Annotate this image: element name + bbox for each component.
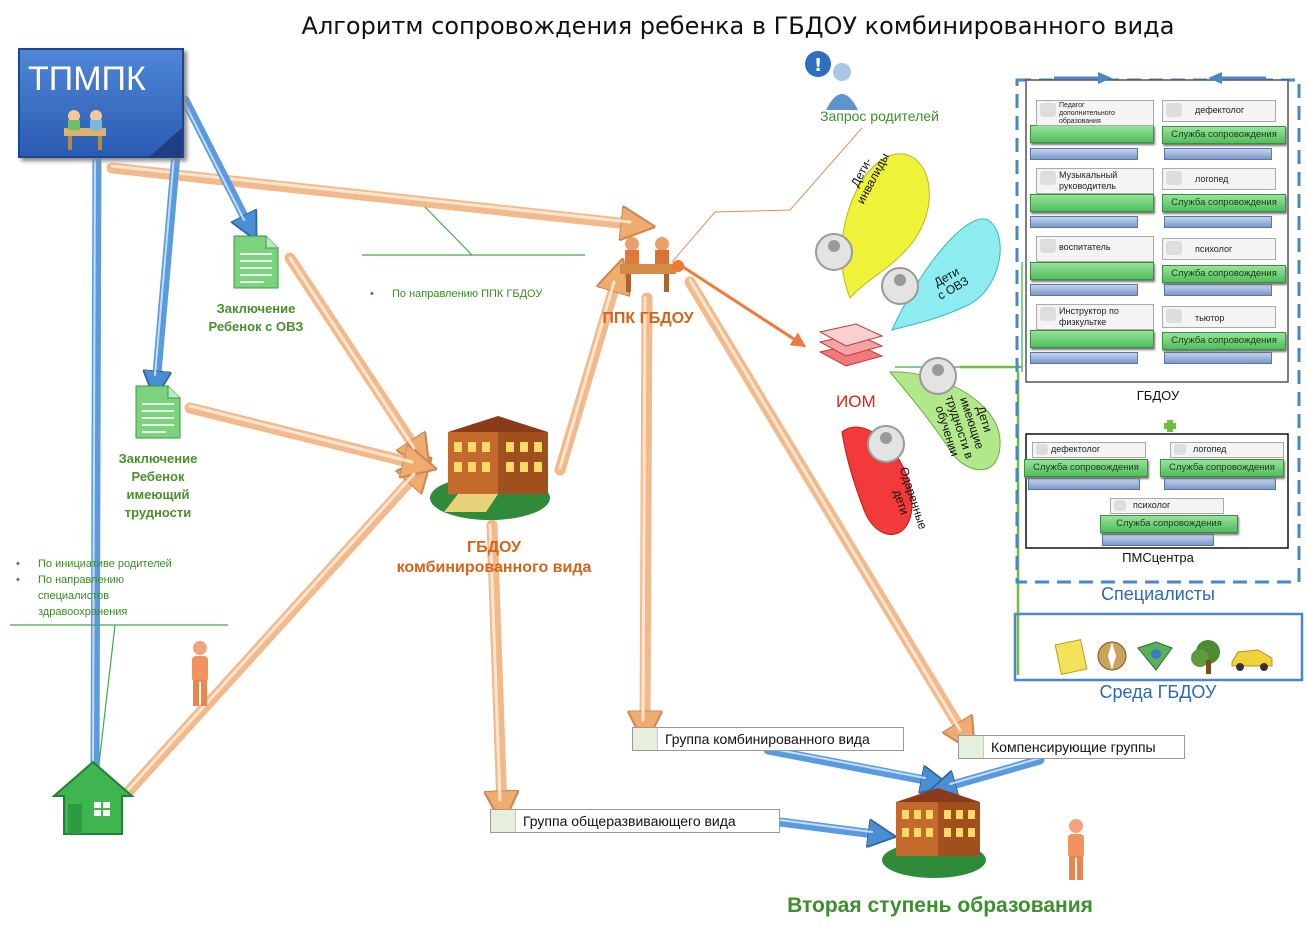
ppk-label: ППК ГБДОУ <box>602 310 694 327</box>
arrow-ppk-combined <box>645 292 647 728</box>
specialist-card: воспитатель <box>1036 236 1154 262</box>
svg-text:!: ! <box>814 55 822 76</box>
support-service-bar: Служба сопровождения <box>1162 194 1286 212</box>
specialist-card: тьютор <box>1162 306 1276 328</box>
specialist-card: логопед <box>1170 442 1284 458</box>
avatar-icon <box>1040 239 1056 253</box>
avatar-icon <box>1114 500 1126 511</box>
map-icon <box>1137 641 1173 671</box>
home-notes: По инициативе родителей По направлениюсп… <box>8 556 228 620</box>
notes-icon <box>1054 639 1088 675</box>
parent-request-label: Запрос родителей <box>820 108 939 124</box>
group-compensating: Компенсирующие группы <box>958 735 1185 759</box>
car-icon <box>1231 649 1273 671</box>
child-person-icon <box>192 641 208 706</box>
avatar-icon <box>1166 309 1182 323</box>
support-service-bar: Служба сопровождения <box>1162 332 1286 350</box>
arrow-general-second <box>775 817 882 835</box>
pms-center-label: ПМСцентра <box>1122 550 1194 565</box>
document-ovz-icon <box>233 235 279 289</box>
specialist-card: дефектолог <box>1162 100 1276 122</box>
avatar-icon <box>1174 444 1186 455</box>
avatar-icon <box>1036 444 1048 455</box>
support-service-bar: Служба сопровождения <box>1160 459 1284 477</box>
document-difficulties-icon <box>135 385 181 439</box>
balloon-ovz <box>891 218 1001 331</box>
specialist-card: психолог <box>1162 238 1276 260</box>
environment-title: Среда ГБДОУ <box>1099 682 1217 702</box>
home-icon <box>51 760 135 835</box>
gbdou-specialists-label: ГБДОУ <box>1136 388 1180 403</box>
group-general: Группа общеразвивающего вида <box>490 809 780 833</box>
specialist-card: дефектолог <box>1032 442 1146 458</box>
diagram-title: Алгоритм сопровождения ребенка в ГБДОУ к… <box>301 12 1175 40</box>
arrow-combined-second <box>763 745 935 782</box>
tpmpk-label: ТПМПК <box>28 60 146 98</box>
arrow-tpmpk-ppk <box>106 162 638 225</box>
gbdou-building-icon <box>430 416 550 520</box>
ppk-note: По направлению ППК ГБДОУ <box>362 286 592 302</box>
arrow-ppk-iom <box>679 263 807 348</box>
child-person-second-stage-icon <box>1068 819 1084 880</box>
avatar-icon <box>1040 307 1056 321</box>
avatar-icon <box>1166 241 1182 255</box>
second-stage-building-icon <box>882 788 986 878</box>
iom-documents-icon <box>818 323 884 367</box>
tpmpk-corner-fold <box>148 128 182 158</box>
iom-label: ИОМ <box>836 392 876 411</box>
arrow-tpmpk-ovz <box>180 95 250 228</box>
support-service-bar: Служба сопровождения <box>1024 459 1148 477</box>
meeting-icon <box>64 110 106 150</box>
avatar-icon <box>1040 103 1056 117</box>
group-combined: Группа комбинированного вида <box>632 727 904 751</box>
second-stage-label: Вторая ступень образования <box>787 894 1093 917</box>
arrow-compensating-second <box>942 755 1045 788</box>
avatar-icon <box>1166 171 1182 185</box>
line-parent-request <box>671 127 863 263</box>
balloon-disabled <box>841 153 930 299</box>
gbdou-label: ГБДОУ комбинированного вида <box>396 539 592 576</box>
parent-question-icon: ! <box>805 51 858 110</box>
conclusion-ovz-label: Заключение Ребенок с ОВЗ <box>208 301 304 334</box>
specialist-card: психолог <box>1110 498 1224 514</box>
support-service-bar: Служба сопровождения <box>1100 515 1238 533</box>
tree-icon <box>1191 640 1220 674</box>
arrow-gbdou-general <box>492 519 502 808</box>
conclusion-difficulties-label: Заключение Ребенок имеющий трудности <box>118 451 198 520</box>
compass-icon <box>1097 641 1127 671</box>
tpmpk-box: ТПМПК <box>18 48 184 158</box>
environment-icons <box>1054 639 1273 675</box>
specialists-title: Специалисты <box>1101 584 1215 604</box>
avatar-icon <box>1040 171 1056 185</box>
ppk-meeting-icon <box>620 237 684 292</box>
avatar-icon <box>1166 103 1182 117</box>
specialist-card: логопед <box>1162 168 1276 190</box>
arrow-home-tpmpk <box>95 140 97 775</box>
category-balloons <box>815 153 1001 535</box>
support-service-bar: Служба сопровождения <box>1162 126 1286 144</box>
support-service-bar: Служба сопровождения <box>1162 265 1286 283</box>
